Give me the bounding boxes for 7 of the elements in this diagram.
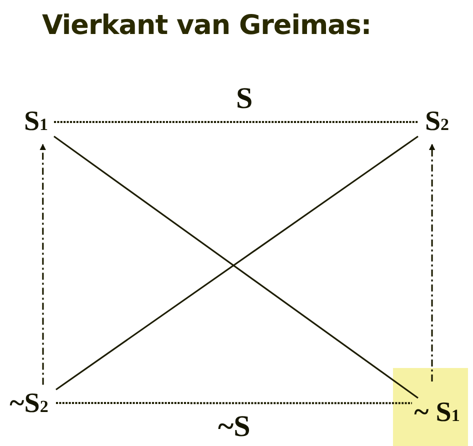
connector-line (54, 121, 418, 123)
diagram-title: Vierkant van Greimas: (42, 10, 372, 41)
connector-line (56, 402, 412, 404)
relation-label: S (236, 82, 253, 116)
arrow (428, 144, 436, 382)
relation-label: ~S (218, 410, 250, 444)
arrow (40, 144, 46, 385)
